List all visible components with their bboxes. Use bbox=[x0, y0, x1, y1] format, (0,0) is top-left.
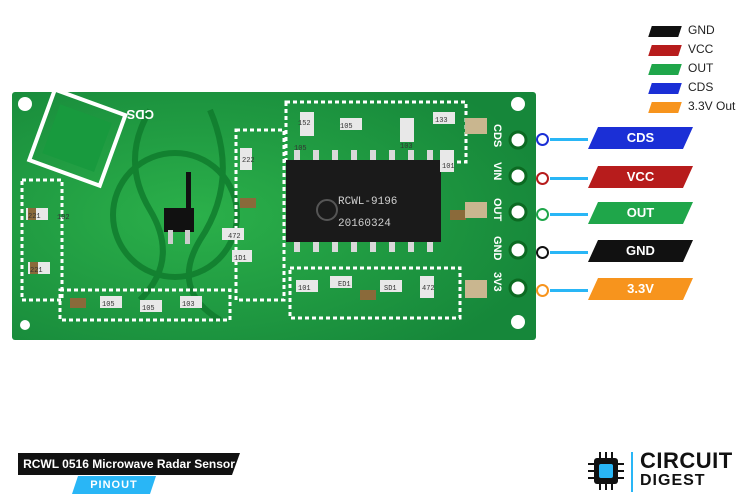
part-marking: SD1 bbox=[384, 285, 397, 293]
pin-tag: VCC bbox=[588, 166, 693, 188]
legend-label: OUT bbox=[688, 61, 714, 75]
part-marking: ED1 bbox=[338, 281, 351, 289]
part-marking: 222 bbox=[242, 157, 255, 165]
chip-marking-date: 20160324 bbox=[338, 218, 391, 230]
pin-ring bbox=[536, 208, 549, 221]
header-pins bbox=[508, 130, 528, 298]
legend-label: GND bbox=[688, 23, 715, 37]
rcwl-9196-chip bbox=[286, 150, 441, 252]
brand-name-line2: DIGEST bbox=[640, 472, 706, 489]
pin-connector-line bbox=[550, 177, 588, 180]
pin-connector-line bbox=[550, 289, 588, 292]
pin-tag: 3.3V bbox=[588, 278, 693, 300]
smd-components bbox=[26, 112, 487, 312]
part-marking: 152 bbox=[298, 120, 311, 128]
legend-label: VCC bbox=[688, 42, 714, 56]
pin-connector-line bbox=[550, 138, 588, 141]
part-marking: 221 bbox=[30, 267, 43, 275]
header-label-out: OUT bbox=[491, 198, 503, 222]
part-marking: 101 bbox=[442, 163, 455, 171]
part-marking: 221 bbox=[28, 213, 41, 221]
legend-item-vcc: VCC bbox=[648, 41, 748, 60]
header-label-cds: CDS bbox=[491, 124, 503, 147]
legend-label: CDS bbox=[688, 80, 714, 94]
part-marking: 105 bbox=[294, 145, 307, 153]
legend-item-3v3: 3.3V Out bbox=[648, 98, 748, 117]
silk-cds: CDS bbox=[126, 107, 154, 122]
pin-color-legend: GND VCC OUT CDS 3.3V Out bbox=[648, 22, 748, 117]
part-marking: 133 bbox=[435, 117, 448, 125]
brand-name-line1: CIRCUIT bbox=[640, 448, 733, 473]
pin-tag: GND bbox=[588, 240, 693, 262]
header-label-3v3: 3V3 bbox=[491, 272, 503, 292]
transistor bbox=[164, 172, 194, 244]
header-label-gnd: GND bbox=[491, 236, 503, 261]
part-marking: 103 bbox=[400, 143, 413, 151]
part-marking: 472 bbox=[228, 233, 241, 241]
mounting-hole bbox=[511, 97, 525, 111]
part-marking: 1D1 bbox=[234, 255, 247, 263]
circuit-digest-logo-icon bbox=[588, 452, 624, 490]
pin-ring bbox=[536, 172, 549, 185]
part-marking: 105 bbox=[142, 305, 155, 313]
part-marking: 102 bbox=[57, 214, 70, 222]
diagram-title: RCWL 0516 Microwave Radar Sensor bbox=[18, 453, 240, 475]
part-marking: 103 bbox=[182, 301, 195, 309]
pin-connector-line bbox=[550, 213, 588, 216]
part-marking: 105 bbox=[102, 301, 115, 309]
part-marking: 101 bbox=[298, 285, 311, 293]
pin-ring bbox=[536, 133, 549, 146]
legend-label: 3.3V Out bbox=[688, 99, 736, 113]
legend-item-cds: CDS bbox=[648, 79, 748, 98]
pin-tag: OUT bbox=[588, 202, 693, 224]
mounting-hole bbox=[18, 97, 32, 111]
mounting-hole bbox=[20, 320, 30, 330]
pin-tag: CDS bbox=[588, 127, 693, 149]
brand-divider bbox=[631, 452, 633, 492]
pcb-body bbox=[12, 92, 536, 340]
part-marking: 105 bbox=[340, 123, 353, 131]
header-label-vin: VIN bbox=[491, 162, 503, 180]
legend-item-out: OUT bbox=[648, 60, 748, 79]
diagram-subtitle: PINOUT bbox=[72, 476, 156, 494]
pin-connector-line bbox=[550, 251, 588, 254]
cds-pad bbox=[26, 87, 128, 189]
chip-marking-model: RCWL-9196 bbox=[338, 196, 397, 208]
pin-ring bbox=[536, 284, 549, 297]
legend-item-gnd: GND bbox=[648, 22, 748, 41]
part-marking: 472 bbox=[422, 285, 435, 293]
pin-ring bbox=[536, 246, 549, 259]
mounting-hole bbox=[511, 315, 525, 329]
